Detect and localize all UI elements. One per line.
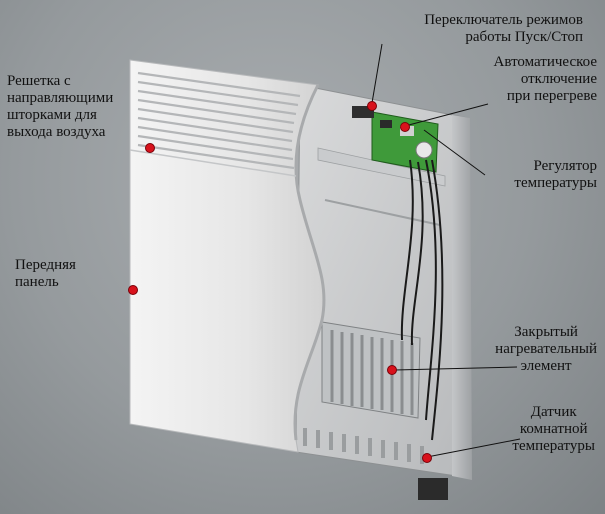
label-line: Переключатель режимов bbox=[424, 12, 583, 28]
label-line: Регулятор bbox=[533, 158, 597, 174]
label-grille: Решетка с направляющими шторками для вых… bbox=[7, 73, 113, 141]
callout-lines bbox=[371, 43, 521, 458]
label-line: температуры bbox=[512, 438, 595, 454]
heater-foot bbox=[418, 478, 448, 500]
label-mode-switch: Переключатель режимов работы Пуск/Стоп bbox=[424, 12, 583, 46]
pointer-dot-front-panel bbox=[128, 285, 138, 295]
interior-rail bbox=[324, 199, 441, 226]
front-panel bbox=[129, 59, 325, 453]
label-line: Решетка с bbox=[7, 73, 71, 89]
label-line: выхода воздуха bbox=[7, 124, 106, 140]
label-line: Передняя bbox=[15, 257, 76, 273]
pointer-dot-grille bbox=[145, 143, 155, 153]
pointer-dot-mode-switch bbox=[367, 101, 377, 111]
pointer-dot-room-sensor bbox=[422, 453, 432, 463]
label-line: при перегреве bbox=[506, 88, 597, 104]
label-line: Датчик bbox=[530, 404, 577, 420]
label-heating-element: Закрытый нагревательный элемент bbox=[495, 324, 597, 375]
front-panel-edge bbox=[293, 84, 326, 441]
heater-side-wall bbox=[452, 115, 472, 480]
label-line: работы Пуск/Стоп bbox=[465, 29, 583, 45]
label-overheat: Автоматическое отключение при перегреве bbox=[494, 54, 597, 105]
label-front-panel: Передняя панель bbox=[15, 257, 76, 291]
label-line: Закрытый bbox=[514, 324, 578, 340]
label-line: отключение bbox=[520, 71, 597, 87]
pointer-dot-heating-element bbox=[387, 365, 397, 375]
wiring bbox=[400, 159, 444, 441]
heating-element-block bbox=[321, 321, 421, 419]
label-line: температуры bbox=[514, 175, 597, 191]
label-line: направляющими bbox=[7, 90, 114, 106]
label-line: элемент bbox=[520, 358, 572, 374]
label-line: шторками для bbox=[7, 107, 97, 123]
label-line: панель bbox=[15, 274, 59, 290]
label-line: комнатной bbox=[519, 421, 588, 437]
label-line: Автоматическое bbox=[493, 54, 597, 70]
interior-bracket bbox=[317, 147, 446, 187]
air-grille bbox=[137, 71, 301, 170]
pointer-dot-overheat bbox=[400, 122, 410, 132]
label-room-sensor: Датчик комнатной температуры bbox=[512, 404, 595, 455]
label-line: нагревательный bbox=[495, 341, 597, 357]
label-thermostat: Регулятор температуры bbox=[514, 158, 597, 192]
grille-divider bbox=[129, 149, 297, 177]
